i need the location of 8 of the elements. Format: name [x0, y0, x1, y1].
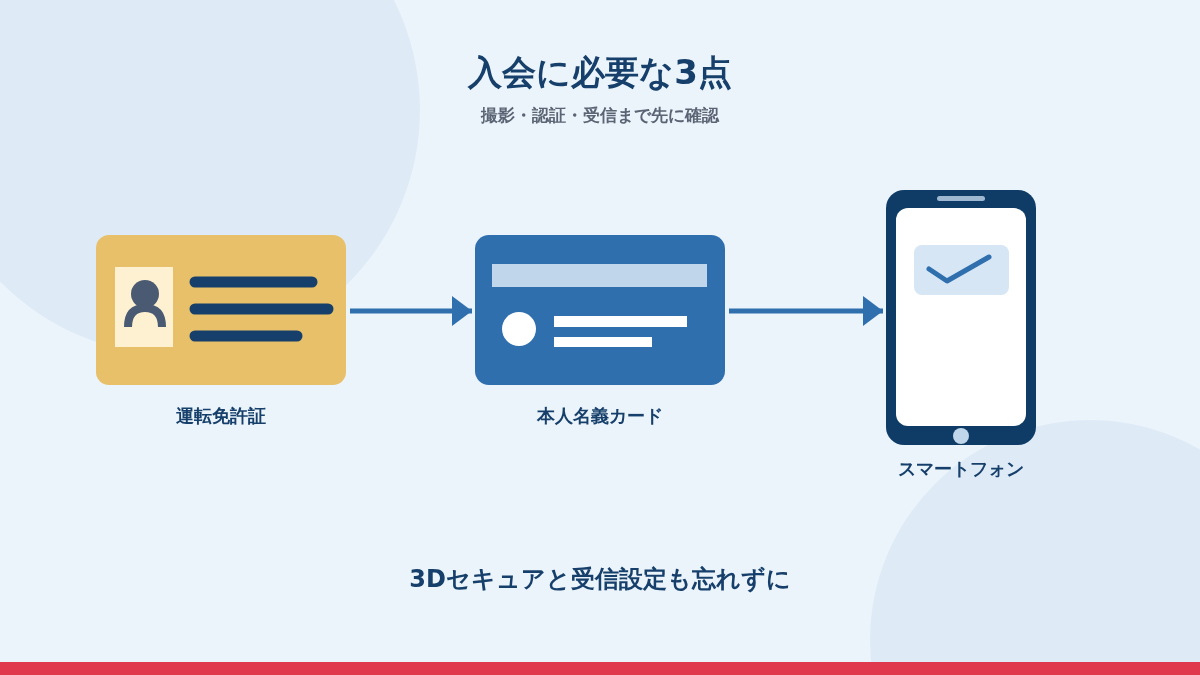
note: 3Dセキュアと受信設定も忘れずに	[409, 564, 791, 595]
arrow	[350, 296, 472, 326]
title: 入会に必要な3点	[468, 51, 732, 94]
node-label: 本人名義カード	[537, 404, 663, 428]
node-label: 運転免許証	[176, 404, 266, 428]
subtitle: 撮影・認証・受信まで先に確認	[481, 104, 719, 127]
arrow	[729, 296, 883, 326]
node-label: スマートフォン	[898, 457, 1024, 481]
